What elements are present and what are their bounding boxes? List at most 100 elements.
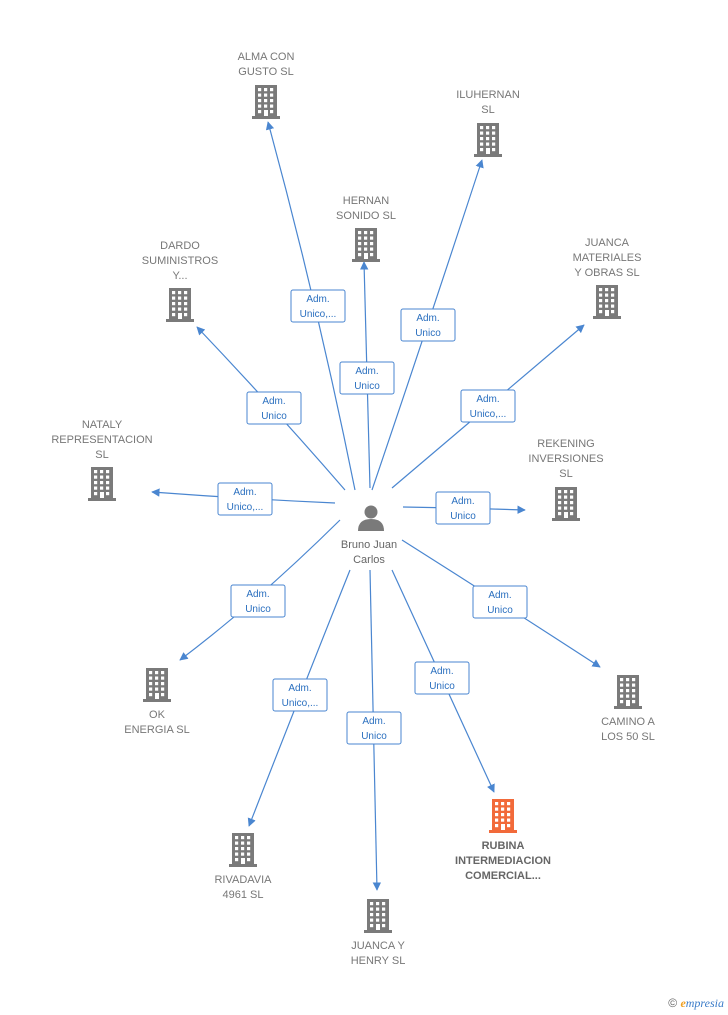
- edge-label-text: Adm.: [488, 590, 511, 601]
- building-icon: [166, 288, 194, 322]
- company-name-line: RUBINA: [482, 840, 525, 852]
- edge-label-nataly[interactable]: Adm. Unico,...: [217, 482, 273, 516]
- edge-label-text: Adm.: [416, 313, 439, 324]
- company-node-rubina[interactable]: RUBINA INTERMEDIACION COMERCIAL...: [455, 799, 551, 882]
- edge-label-text: Unico: [450, 511, 476, 522]
- company-name-line: ILUHERNAN: [456, 89, 520, 101]
- company-node-ok[interactable]: OK ENERGIA SL: [124, 668, 190, 736]
- edge-label-alma[interactable]: Adm. Unico,...: [290, 289, 346, 323]
- company-name-line: COMERCIAL...: [465, 870, 541, 882]
- edge-label-text: Adm.: [362, 716, 385, 727]
- company-name-line: SONIDO SL: [336, 210, 396, 222]
- brand-name: mpresia: [685, 996, 724, 1010]
- building-icon: [552, 487, 580, 521]
- building-icon: [229, 833, 257, 867]
- company-name-line: HERNAN: [343, 195, 390, 207]
- edge-label-text: Unico,...: [282, 698, 319, 709]
- company-name-line: ENERGIA SL: [124, 724, 189, 736]
- company-name-line: Y OBRAS SL: [574, 267, 639, 279]
- edge-label-text: Unico,...: [227, 502, 264, 513]
- edge-label-text: Unico,...: [470, 409, 507, 420]
- edge-label-box: [290, 289, 346, 323]
- edge-label-box: [272, 678, 328, 712]
- company-name-line: MATERIALES: [573, 252, 642, 264]
- company-node-juanca-henry[interactable]: JUANCA Y HENRY SL: [351, 899, 406, 967]
- edge-label-box: [460, 389, 516, 423]
- edge-label-box: [246, 391, 302, 425]
- building-icon: [143, 668, 171, 702]
- edge-label-box: [472, 585, 528, 619]
- company-name-line: REPRESENTACION: [51, 434, 152, 446]
- edge-label-ok[interactable]: Adm. Unico: [230, 584, 286, 618]
- edge-label-text: Adm.: [233, 487, 256, 498]
- edge-label-text: Unico: [487, 605, 513, 616]
- edge-label-text: Adm.: [246, 589, 269, 600]
- company-name-line: RIVADAVIA: [214, 874, 272, 886]
- edge-label-text: Unico: [415, 328, 441, 339]
- company-name-line: JUANCA: [585, 237, 630, 249]
- company-name-line: SUMINISTROS: [142, 255, 218, 267]
- company-name-line: INTERMEDIACION: [455, 855, 551, 867]
- edge-label-box: [435, 491, 491, 525]
- company-node-iluhernan[interactable]: ILUHERNAN SL: [456, 89, 520, 157]
- company-name-line: HENRY SL: [351, 955, 406, 967]
- edge-label-text: Adm.: [288, 683, 311, 694]
- edge-label-box: [346, 711, 402, 745]
- edge-label-box: [230, 584, 286, 618]
- edges-layer: Adm.Unico,...Adm.UnicoAdm.UnicoAdm.Unico…: [151, 121, 601, 891]
- company-name-line: SL: [481, 104, 494, 116]
- edge-label-iluhernan[interactable]: Adm. Unico: [400, 308, 456, 342]
- company-name-line: 4961 SL: [223, 889, 264, 901]
- edge-label-text: Unico: [354, 381, 380, 392]
- company-node-hernan[interactable]: HERNAN SONIDO SL: [336, 195, 396, 262]
- company-node-juanca-mat[interactable]: JUANCA MATERIALES Y OBRAS SL: [573, 237, 642, 319]
- company-name-line: CAMINO A: [601, 716, 655, 728]
- edge-label-camino[interactable]: Adm. Unico: [472, 585, 528, 619]
- edge-label-text: Unico: [361, 731, 387, 742]
- company-node-rivadavia[interactable]: RIVADAVIA 4961 SL: [214, 833, 272, 901]
- company-name-line: Y...: [172, 270, 187, 282]
- edge-label-juanca-mat[interactable]: Adm.Unico,...: [460, 389, 516, 423]
- company-node-dardo[interactable]: DARDO SUMINISTROS Y...: [142, 240, 218, 322]
- company-name-line: OK: [149, 709, 166, 721]
- brand-initial: e: [680, 996, 686, 1010]
- building-icon: [252, 85, 280, 119]
- edge-label-hernan[interactable]: Adm. Unico: [339, 361, 395, 395]
- edge-label-rivadavia[interactable]: Adm. Unico,...: [272, 678, 328, 712]
- company-name-line: NATALY: [82, 419, 123, 431]
- company-name-line: DARDO: [160, 240, 200, 252]
- copyright-icon: ©: [668, 996, 678, 1010]
- company-name-line: JUANCA Y: [351, 940, 405, 952]
- company-name-line: SL: [559, 468, 572, 480]
- edge-label-text: Adm.: [355, 366, 378, 377]
- edge-label-box: [414, 661, 470, 695]
- edge-label-rekening[interactable]: Adm. Unico: [435, 491, 491, 525]
- company-name-line: GUSTO SL: [238, 66, 293, 78]
- edge-label-text: Adm.: [430, 666, 453, 677]
- building-icon: [474, 123, 502, 157]
- edge-label-text: Adm.: [306, 294, 329, 305]
- company-name-line: REKENING: [537, 438, 594, 450]
- edge-label-text: Adm.: [451, 496, 474, 507]
- edge-label-text: Unico,...: [300, 309, 337, 320]
- company-node-rekening[interactable]: REKENING INVERSIONES SL: [528, 438, 604, 521]
- building-icon: [593, 285, 621, 319]
- edge-label-dardo[interactable]: Adm.Unico: [246, 391, 302, 425]
- building-icon: [489, 799, 517, 833]
- edge-label-juanca-henry[interactable]: Adm. Unico: [346, 711, 402, 745]
- building-icon: [614, 675, 642, 709]
- person-name-line: Bruno Juan: [341, 539, 397, 551]
- person-icon: [358, 505, 384, 531]
- edge-label-text: Adm.: [262, 396, 285, 407]
- edge-label-box: [339, 361, 395, 395]
- building-icon: [88, 467, 116, 501]
- edge-label-rubina[interactable]: Adm.Unico: [414, 661, 470, 695]
- edge-label-box: [217, 482, 273, 516]
- company-name-line: INVERSIONES: [528, 453, 603, 465]
- edge-label-text: Unico: [245, 604, 271, 615]
